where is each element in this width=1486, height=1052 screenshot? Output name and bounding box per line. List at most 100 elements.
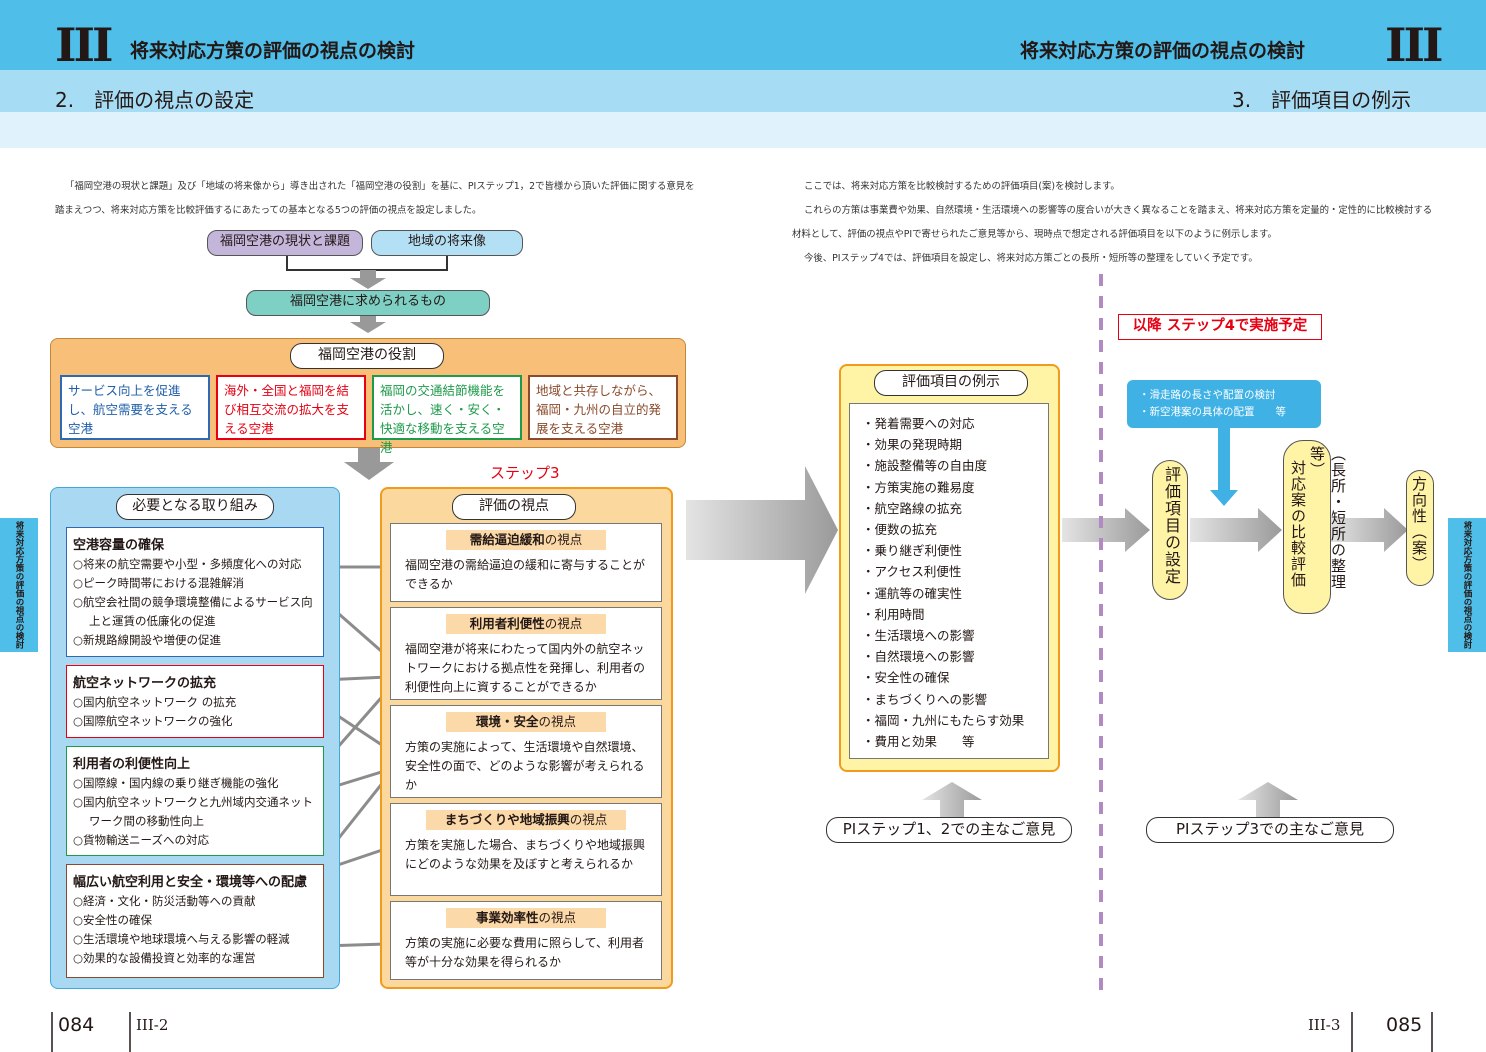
eval-items-list: ・発着需要への対応 ・効果の発現時期 ・施設整備等の自由度 ・方策実施の難易度 … xyxy=(849,403,1049,759)
right-intro-p3: 今後、PIステップ4では、評価項目を設定し、将来対応方策ごとの長所・短所等の整理… xyxy=(804,253,1258,264)
up-arrow-1 xyxy=(922,782,982,818)
up-arrow-2 xyxy=(1238,782,1298,818)
viewpoint-head: 事業効率性の視点 xyxy=(446,908,606,928)
effort-head: 利用者の利便性向上 xyxy=(73,757,191,772)
flow-arrow-1 xyxy=(1062,508,1150,552)
right-intro-text: ここでは、将来対応方策を比較検討するための評価項目(案)を検討します。 これらの… xyxy=(792,175,1437,271)
effort-item: ○将来の航空需要や小型・多頻度化への対応 xyxy=(73,557,302,571)
page-number-left: 084 xyxy=(58,1014,95,1036)
section-header-bar xyxy=(0,70,1486,112)
chapter-roman-right: III xyxy=(1385,18,1444,72)
flow-arrow-2 xyxy=(1190,508,1282,552)
down-arrow-3 xyxy=(344,448,394,480)
role-regional: 地域と共存しながら、福岡・九州の自立的発展を支える空港 xyxy=(528,375,678,440)
effort-item: ○国内航空ネットワーク の拡充 xyxy=(73,695,237,709)
page-label-right: III-3 xyxy=(1308,1016,1341,1034)
effort-item: ○新規路線開設や増便の促進 xyxy=(73,633,222,647)
opinions-step3: PIステップ3での主なご意見 xyxy=(1146,817,1394,843)
viewpoint-head: 需給逼迫緩和の視点 xyxy=(446,530,606,550)
effort-item: ○生活環境や地球環境へ与える影響の軽減 xyxy=(73,932,290,946)
eval-item: ・便数の拡充 xyxy=(862,522,938,538)
effort-capacity: 空港容量の確保 ○将来の航空需要や小型・多頻度化への対応 ○ピーク時間帯における… xyxy=(66,527,324,657)
note-item: ・滑走路の長さや配置の検討 xyxy=(1139,389,1276,401)
roles-title: 福岡空港の役割 xyxy=(290,343,444,369)
efforts-title: 必要となる取り組み xyxy=(116,494,274,520)
eval-item: ・方策実施の難易度 xyxy=(862,479,975,495)
viewpoint-demand: 需給逼迫緩和の視点 福岡空港の需給逼迫の緩和に寄与することができるか xyxy=(390,523,662,602)
chapter-roman-left: III xyxy=(55,18,114,72)
viewpoint-community: まちづくりや地域振興の視点 方策を実施した場合、まちづくりや地域振興にどのような… xyxy=(390,803,662,896)
section-title-right: 3. 評価項目の例示 xyxy=(1232,88,1412,112)
col-eval-setting: 評価項目の設定 xyxy=(1162,466,1181,585)
effort-head: 空港容量の確保 xyxy=(73,538,165,553)
viewpoint-text: 方策の実施に必要な費用に照らして、利用者等が十分な効果を得られるか xyxy=(405,936,645,969)
eval-items-title: 評価項目の例示 xyxy=(874,370,1028,396)
needs-pill: 福岡空港に求められるもの xyxy=(246,290,490,316)
eval-item: ・運航等の確実性 xyxy=(862,585,963,601)
eval-item: ・効果の発現時期 xyxy=(862,437,963,453)
effort-item: ○貨物輸送ニーズへの対応 xyxy=(73,833,209,847)
page-header xyxy=(0,0,1486,70)
viewpoint-head: 環境・安全の視点 xyxy=(446,712,606,732)
effort-item: ○経済・文化・防災活動等への貢献 xyxy=(73,894,256,908)
source-future-vision: 地域の将来像 xyxy=(371,230,523,256)
eval-item: ・乗り継ぎ利便性 xyxy=(862,543,963,559)
viewpoint-head: まちづくりや地域振興の視点 xyxy=(426,810,626,830)
effort-item: ○国際航空ネットワークの強化 xyxy=(73,714,233,728)
viewpoint-convenience: 利用者利便性の視点 福岡空港が将来にわたって国内外の航空ネットワークにおける拠点… xyxy=(390,607,662,700)
eval-item: ・生活環境への影響 xyxy=(862,628,975,644)
eval-item: ・施設整備等の自由度 xyxy=(862,458,988,474)
big-arrow-right xyxy=(686,466,838,594)
eval-item: ・利用時間 xyxy=(862,606,925,622)
viewpoint-text: 方策の実施によって、生活環境や自然環境、安全性の面で、どのような影響が考えられる… xyxy=(405,740,645,792)
eval-item: ・福岡・九州にもたらす効果 xyxy=(862,712,1025,728)
opinions-step12: PIステップ1、2での主なご意見 xyxy=(826,817,1072,843)
page-label-left: III-2 xyxy=(136,1016,169,1034)
viewpoint-text: 福岡空港が将来にわたって国内外の航空ネットワークにおける拠点性を発揮し、利用者の… xyxy=(405,642,646,694)
eval-item: ・まちづくりへの影響 xyxy=(862,691,988,707)
effort-item: ○国内航空ネットワークと九州域内交通ネットワーク間の移動性向上 xyxy=(73,795,314,828)
left-intro-text: 「福岡空港の現状と課題」及び「地域の将来像から」導き出された「福岡空港の役割」を… xyxy=(55,181,695,216)
effort-item: ○安全性の確保 xyxy=(73,913,153,927)
effort-convenience: 利用者の利便性向上 ○国際線・国内線の乗り継ぎ機能の強化 ○国内航空ネットワーク… xyxy=(66,746,324,856)
eval-item: ・アクセス利便性 xyxy=(862,564,962,580)
effort-item: ○航空会社間の競争環境整備によるサービス向上と運賃の低廉化の促進 xyxy=(73,595,313,628)
effort-item: ○ピーク時間帯における混雑解消 xyxy=(73,576,245,590)
header-band xyxy=(0,112,1486,148)
effort-head: 航空ネットワークの拡充 xyxy=(73,676,217,691)
role-exchange: 海外・全国と福岡を結び相互交流の拡大を支える空港 xyxy=(216,375,366,440)
down-arrow-2 xyxy=(350,314,386,333)
flow-arrow-3 xyxy=(1330,508,1408,552)
eval-item: ・航空路線の拡充 xyxy=(862,500,963,516)
section-title-left: 2. 評価の視点の設定 xyxy=(55,88,255,112)
source-bracket xyxy=(286,255,448,271)
col-comparison: 対応案の比較評価 xyxy=(1289,460,1307,588)
blue-down-arrow xyxy=(1210,428,1238,506)
right-intro-p1: ここでは、将来対応方策を比較検討するための評価項目(案)を検討します。 xyxy=(804,181,1120,192)
source-current-issues: 福岡空港の現状と課題 xyxy=(207,230,363,256)
effort-item: ○効果的な設備投資と効率的な運営 xyxy=(73,951,256,965)
col-direction-box xyxy=(1406,470,1434,586)
col-eval-setting-box xyxy=(1152,460,1188,600)
effort-item: ○国際線・国内線の乗り継ぎ機能の強化 xyxy=(73,776,279,790)
effort-safety: 幅広い航空利用と安全・環境等への配慮 ○経済・文化・防災活動等への貢献 ○安全性… xyxy=(66,864,324,978)
eval-item: ・費用と効果 等 xyxy=(862,734,975,750)
chapter-title-left: 将来対応方策の評価の視点の検討 xyxy=(130,40,416,62)
step3-label: ステップ3 xyxy=(490,464,560,482)
col-comparison-sub: （長所・短所の整理等） xyxy=(1308,446,1347,590)
viewpoints-title: 評価の視点 xyxy=(452,494,576,520)
page-number-right: 085 xyxy=(1386,1014,1423,1036)
eval-item: ・自然環境への影響 xyxy=(862,649,975,665)
chapter-title-right: 将来対応方策の評価の視点の検討 xyxy=(1020,40,1306,62)
effort-head: 幅広い航空利用と安全・環境等への配慮 xyxy=(73,875,308,890)
step4-notes: ・滑走路の長さや配置の検討 ・新空港案の具体の配置 等 xyxy=(1127,380,1321,428)
viewpoint-efficiency: 事業効率性の視点 方策の実施に必要な費用に照らして、利用者等が十分な効果を得られ… xyxy=(390,901,662,980)
viewpoint-environment: 環境・安全の視点 方策の実施によって、生活環境や自然環境、安全性の面で、どのよう… xyxy=(390,705,662,798)
down-arrow-1 xyxy=(350,270,386,289)
viewpoint-text: 方策を実施した場合、まちづくりや地域振興にどのような効果を及ぼすと考えられるか xyxy=(405,838,646,871)
col-direction: 方向性（案） xyxy=(1410,476,1428,572)
role-demand: サービス向上を促進し、航空需要を支える空港 xyxy=(60,375,210,440)
side-tab-right: 将来対応方策の評価の視点の検討 xyxy=(1448,518,1486,652)
viewpoint-text: 福岡空港の需給逼迫の緩和に寄与することができるか xyxy=(405,558,646,591)
right-intro-p2: これらの方策は事業費や効果、自然環境・生活環境への影響等の度合いが大きく異なるこ… xyxy=(792,205,1433,240)
